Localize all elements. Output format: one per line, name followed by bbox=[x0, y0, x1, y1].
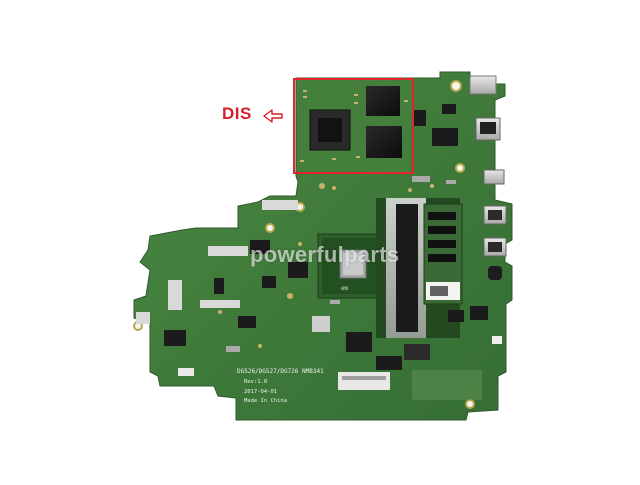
components bbox=[136, 104, 488, 400]
silkscreen-model: DG526/DG527/DG726 NMB341 bbox=[237, 368, 324, 375]
dis-highlight-box bbox=[293, 78, 414, 174]
silkscreen-date: 2017-04-01 bbox=[244, 389, 278, 395]
watermark-text: powerfulparts bbox=[250, 242, 400, 267]
io-ports bbox=[469, 75, 507, 344]
silkscreen-rev: Rev:1.0 bbox=[244, 379, 268, 385]
vram-chip bbox=[366, 86, 400, 116]
ram-slot bbox=[376, 198, 463, 338]
svg-text:AMD: AMD bbox=[341, 286, 349, 291]
dis-label: DIS bbox=[222, 104, 252, 123]
gpu-section bbox=[298, 82, 410, 172]
silkscreen-made-in: Made In China bbox=[244, 398, 288, 404]
vram-chip bbox=[366, 126, 402, 158]
left-hollow-arrow-icon bbox=[263, 109, 283, 123]
cpu: AMD bbox=[317, 233, 381, 299]
